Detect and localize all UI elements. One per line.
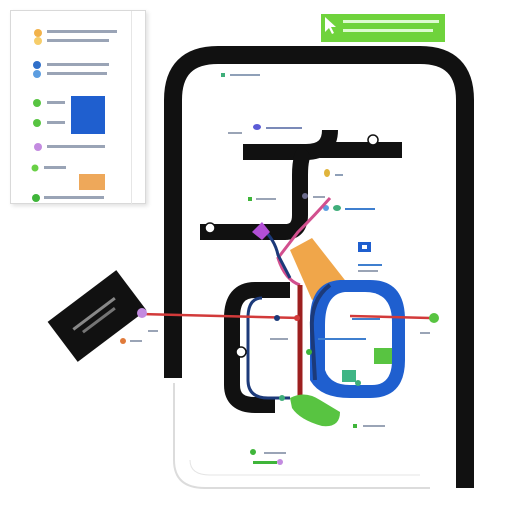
legend-row-green-9	[32, 194, 104, 202]
dark-panel-graphics	[72, 296, 116, 334]
legend-row-green-8	[31, 164, 66, 172]
station-circle-icon	[367, 134, 379, 146]
legend-orange-block	[79, 174, 105, 190]
dark-label-panel	[47, 270, 147, 362]
legend-panel	[10, 10, 146, 205]
legend-dot-green-icon	[33, 99, 41, 107]
legend-row-green-5	[33, 99, 65, 107]
line-red-right	[349, 314, 431, 320]
station-circle-icon	[204, 222, 216, 234]
station-diamond-icon	[252, 222, 270, 240]
legend-dot-lightblue-icon	[33, 70, 41, 78]
legend-row-blue-3	[33, 61, 109, 69]
zone-green	[290, 394, 340, 427]
cursor-arrow-icon	[325, 17, 336, 34]
station-dot-icon	[429, 313, 439, 323]
legend-dot-green-icon	[31, 164, 39, 172]
legend-row-green-6	[33, 119, 65, 127]
badge-graphics	[325, 17, 439, 34]
legend-dot-green-icon	[32, 194, 40, 202]
frame-outline-upper	[164, 46, 474, 488]
line-black-loop-left	[224, 282, 290, 413]
legend-dot-purple-icon	[34, 143, 42, 151]
station-dot-icon	[253, 124, 261, 130]
line-pink	[276, 197, 332, 287]
line-navy-inner	[246, 296, 290, 400]
legend-dot-orange-icon	[34, 29, 42, 37]
frame-outline-lower	[173, 383, 430, 489]
legend-dot-green-icon	[33, 119, 41, 127]
station-circle-icon	[235, 346, 247, 358]
line-black-middle	[200, 143, 312, 240]
zone-green-small	[374, 348, 392, 364]
legend-blue-block	[71, 96, 105, 134]
line-black-top	[243, 129, 338, 160]
legend-graphics	[31, 11, 132, 205]
legend-row-orange-1	[34, 29, 117, 37]
zone-teal-small	[342, 370, 356, 382]
legend-dot-blue-icon	[33, 61, 41, 69]
frame-inner-line	[189, 459, 420, 476]
legend-dot-yellow-icon	[34, 37, 42, 45]
line-navy	[309, 283, 332, 381]
marker-teal	[221, 73, 225, 77]
line-red-left	[139, 312, 301, 320]
legend-row-yellow-2	[34, 37, 109, 45]
legend-row-blue-4	[33, 70, 107, 78]
green-badge	[321, 14, 445, 42]
legend-rows	[31, 29, 117, 202]
legend-row-purple-7	[34, 143, 105, 151]
station-dot-icon	[137, 308, 147, 318]
station-dot-icon	[324, 169, 330, 177]
